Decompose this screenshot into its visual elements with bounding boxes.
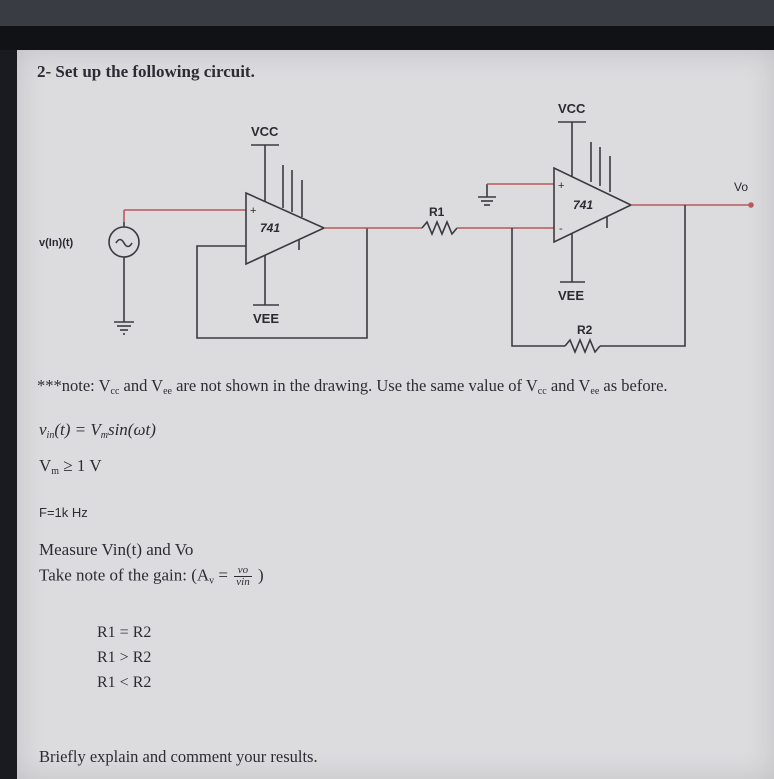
resistor-r1: [421, 219, 458, 237]
vo-label: Vo: [734, 180, 748, 194]
note-text: ***note: Vcc and Vee are not shown in th…: [37, 376, 668, 397]
vin-equation: vin(t) = Vmsin(ωt): [39, 420, 156, 441]
plus-terminal-left: +: [250, 205, 256, 217]
r1-label: R1: [429, 205, 445, 219]
measure-text: Measure Vin(t) and Vo: [39, 540, 194, 559]
sine-wave-glyph: [115, 238, 133, 248]
condition-r1-equal-r2: R1 = R2: [97, 624, 152, 641]
dark-band: [0, 26, 774, 50]
worksheet-page: 2- Set up the following circuit.: [17, 50, 774, 779]
opamp-label-right: 741: [573, 198, 593, 212]
frequency-text: F=1k Hz: [39, 505, 88, 520]
vcc-label-left: VCC: [251, 124, 279, 139]
vm-condition: Vm ≥ 1 V: [39, 456, 102, 477]
opamp-741-left: [245, 191, 326, 266]
r2-label: R2: [577, 323, 593, 337]
minus-terminal-right: -: [559, 223, 563, 235]
condition-r1-greater-r2: R1 > R2: [97, 649, 152, 666]
condition-r1-less-r2: R1 < R2: [97, 674, 152, 691]
plus-terminal-right: +: [558, 180, 564, 192]
question-heading: 2- Set up the following circuit.: [37, 62, 255, 81]
vin-label: v(In)(t): [39, 237, 74, 249]
vcc-label-right: VCC: [558, 101, 586, 116]
opamp-741-right: [553, 166, 633, 244]
resistor-r2: [564, 337, 601, 355]
circuit-diagram: VCC VCC VEE VEE 741 741 + + - R1 R2 v(In…: [39, 101, 754, 355]
top-band: [0, 0, 774, 26]
brief-explanation-text: Briefly explain and comment your results…: [39, 747, 318, 766]
vee-label-left: VEE: [253, 311, 279, 326]
vee-label-right: VEE: [558, 288, 584, 303]
opamp-label-left: 741: [260, 221, 280, 235]
